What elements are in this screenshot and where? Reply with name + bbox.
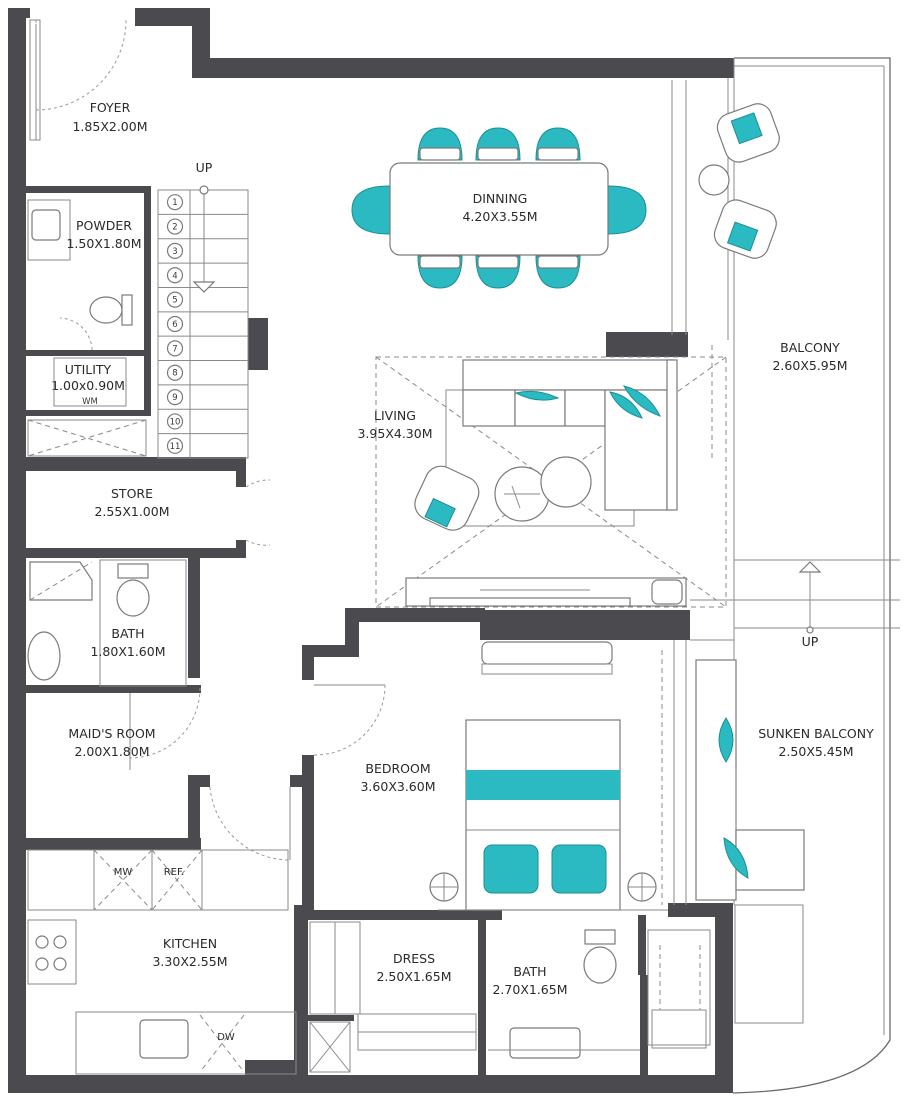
living-area: LIVING 3.95X4.30M [357, 345, 727, 608]
room-size-dinning: 4.20X3.55M [462, 209, 537, 224]
bath-room-2: BATH 2.70X1.65M [488, 929, 711, 1059]
room-name-bath-2: BATH [513, 964, 546, 979]
balcony-outline [671, 57, 900, 1094]
stair-step-number: 7 [172, 344, 177, 354]
room-size-maids: 2.00X1.80M [74, 744, 149, 759]
stair-step-marker [166, 315, 184, 333]
stair-step-number: 2 [172, 223, 177, 233]
stair-step-number: 6 [172, 320, 177, 330]
room-size-kitchen: 3.30X2.55M [152, 954, 227, 969]
fridge-label: REF. [164, 867, 185, 878]
room-size-utility: 1.00x0.90M [51, 378, 125, 393]
room-size-store: 2.55X1.00M [94, 504, 169, 519]
powder-room: POWDER 1.50X1.80M UTILITY 1.00x0.90M WM [27, 199, 147, 457]
bedroom: BEDROOM 3.60X3.60M [360, 641, 668, 911]
stair-step-number: 5 [172, 296, 177, 306]
room-name-sunken: SUNKEN BALCONY [758, 726, 874, 741]
room-size-foyer: 1.85X2.00M [72, 119, 147, 134]
stair-step-number: 8 [172, 369, 177, 379]
bath-room-1: BATH 1.80X1.60M [27, 559, 187, 687]
room-name-foyer: FOYER [90, 100, 131, 115]
room-name-balcony: BALCONY [780, 340, 840, 355]
dress-room: DRESS 2.50X1.65M [309, 921, 477, 1073]
dinning-area: DINNING 4.20X3.55M [351, 127, 647, 289]
stair-step-number: 11 [170, 442, 181, 452]
room-name-bedroom: BEDROOM [365, 761, 430, 776]
room-size-powder: 1.50X1.80M [66, 236, 141, 251]
walls [8, 8, 734, 1093]
stair-step-marker [166, 218, 184, 235]
room-name-store: STORE [111, 486, 153, 501]
store-room: STORE 2.55X1.00M [94, 486, 169, 519]
room-size-bedroom: 3.60X3.60M [360, 779, 435, 794]
room-size-balcony: 2.60X5.95M [772, 358, 847, 373]
stair-step-marker [166, 364, 184, 381]
room-name-dinning: DINNING [473, 191, 528, 206]
room-name-kitchen: KITCHEN [163, 936, 217, 951]
stair-step-number: 9 [172, 393, 177, 403]
room-name-maids: MAID'S ROOM [68, 726, 155, 741]
room-name-dress: DRESS [393, 951, 435, 966]
room-size-sunken: 2.50X5.45M [778, 744, 853, 759]
room-name-bath-1: BATH [111, 626, 144, 641]
room-size-dress: 2.50X1.65M [376, 969, 451, 984]
stair-step-marker [166, 388, 184, 406]
room-name-powder: POWDER [76, 218, 132, 233]
balcony-up-label: UP [802, 634, 819, 649]
room-size-bath-1: 1.80X1.60M [90, 644, 165, 659]
washing-machine-label: WM [82, 397, 98, 407]
stair-step-marker [166, 291, 184, 308]
room-name-living: LIVING [374, 408, 416, 423]
foyer-room: FOYER 1.85X2.00M [29, 19, 148, 141]
stair-step-marker [166, 437, 184, 454]
sunken-balcony: SUNKEN BALCONY 2.50X5.45M [695, 659, 874, 901]
kitchen: MW REF. DW KITCHEN 3.30X2.55M [27, 849, 297, 1075]
stair-step-number: 3 [172, 247, 177, 257]
stair-step-marker [166, 194, 184, 211]
microwave-label: MW [114, 867, 133, 878]
stair-step-number: 4 [172, 271, 177, 281]
stair-step-marker [166, 340, 184, 357]
room-name-utility: UTILITY [65, 362, 112, 377]
stair-step-marker [166, 413, 184, 430]
stair-step-marker [166, 267, 184, 284]
stair-step-marker [166, 242, 184, 260]
door-swings [35, 19, 386, 861]
stair-up-label: UP [196, 160, 213, 175]
stair-step-number: 1 [172, 198, 177, 208]
maids-room: MAID'S ROOM 2.00X1.80M [68, 726, 155, 759]
room-size-living: 3.95X4.30M [357, 426, 432, 441]
dishwasher-label: DW [217, 1032, 235, 1043]
staircase: 1 2 3 4 5 6 7 8 9 10 11 UP [157, 160, 249, 459]
stair-step-number: 10 [170, 417, 181, 427]
balcony-area: BALCONY 2.60X5.95M UP [698, 103, 848, 649]
room-size-bath-2: 2.70X1.65M [492, 982, 567, 997]
